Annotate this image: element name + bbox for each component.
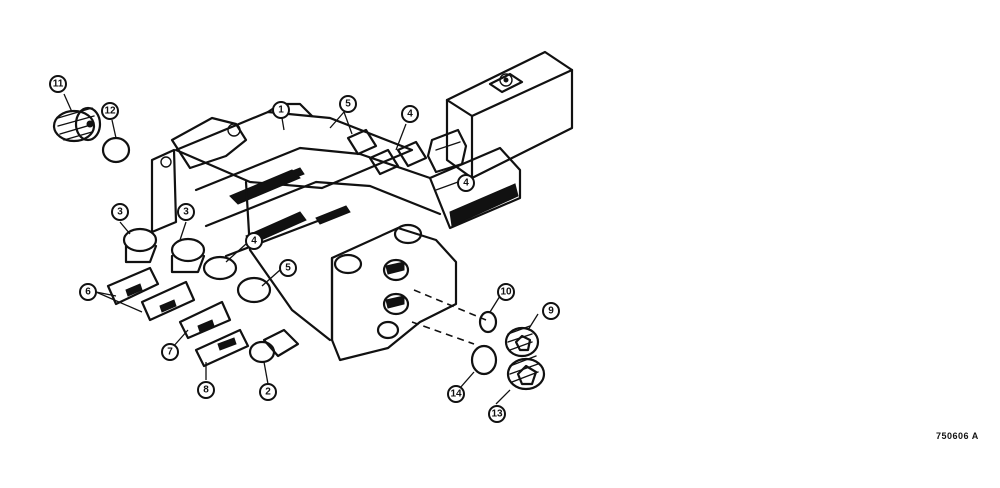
svg-text:11: 11 <box>53 79 64 90</box>
callout-3-right: 3 <box>177 203 195 221</box>
o-ring-14 <box>470 344 498 376</box>
plug-11 <box>52 106 102 143</box>
svg-text:6: 6 <box>85 287 91 298</box>
svg-text:13: 13 <box>491 409 503 420</box>
plug-13 <box>506 355 546 391</box>
svg-text:3: 3 <box>183 207 189 218</box>
alignment-line-upper <box>413 289 487 321</box>
svg-text:5: 5 <box>285 263 291 274</box>
svg-text:10: 10 <box>500 287 512 298</box>
svg-text:7: 7 <box>167 347 173 358</box>
figure-code: 750606 A <box>936 431 979 441</box>
o-ring-12 <box>101 136 131 164</box>
callout-4-right: 4 <box>457 174 475 192</box>
svg-text:12: 12 <box>104 106 116 117</box>
callout-5-lower: 5 <box>279 259 297 277</box>
callout-5-upper: 5 <box>339 95 357 113</box>
plug-9 <box>504 325 540 358</box>
svg-text:4: 4 <box>407 109 413 120</box>
callout-10: 10 <box>497 283 515 301</box>
solenoid-cylinder <box>426 128 522 230</box>
valve-body <box>150 102 458 362</box>
svg-text:1: 1 <box>278 105 284 116</box>
alignment-line-lower <box>411 321 475 345</box>
o-ring-10 <box>478 310 498 334</box>
leader-lines <box>63 93 539 405</box>
svg-text:3: 3 <box>117 207 123 218</box>
callout-11: 11 <box>49 75 67 93</box>
svg-text:9: 9 <box>548 306 554 317</box>
callout-12: 12 <box>101 102 119 120</box>
svg-text:4: 4 <box>251 236 257 247</box>
tie-rod-nuts <box>346 128 428 176</box>
callout-2: 2 <box>259 383 277 401</box>
solenoid-housing <box>445 50 574 180</box>
callout-8: 8 <box>197 381 215 399</box>
callout-14: 14 <box>447 385 465 403</box>
callout-1: 1 <box>272 101 290 119</box>
svg-text:4: 4 <box>463 178 469 189</box>
svg-text:8: 8 <box>203 385 209 396</box>
callout-9: 9 <box>542 302 560 320</box>
callout-3-left: 3 <box>111 203 129 221</box>
callout-4-lower: 4 <box>245 232 263 250</box>
svg-text:5: 5 <box>345 99 351 110</box>
callout-6: 6 <box>79 283 97 301</box>
callout-7: 7 <box>161 343 179 361</box>
callout-13: 13 <box>488 405 506 423</box>
svg-text:2: 2 <box>265 387 271 398</box>
callout-4-upper: 4 <box>401 105 419 123</box>
svg-text:14: 14 <box>450 389 462 400</box>
spool-ends <box>106 227 300 368</box>
